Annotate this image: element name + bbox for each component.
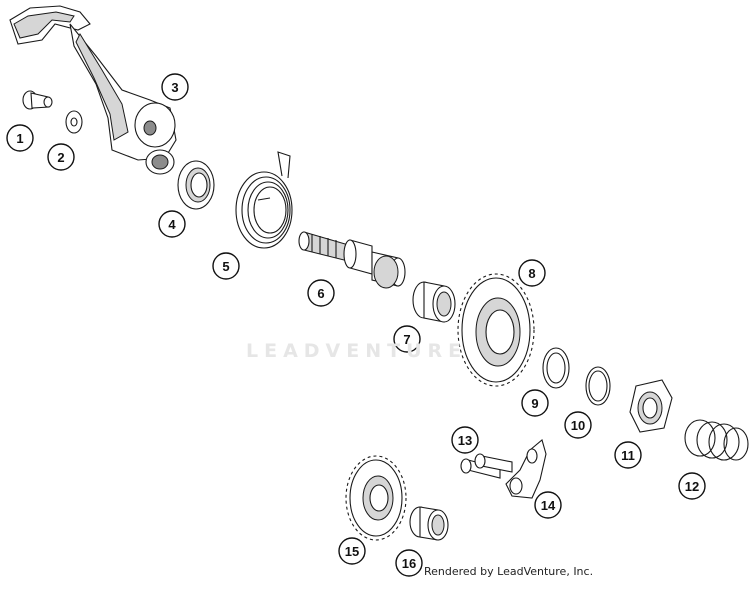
kick-lever-part[interactable] [9, 5, 177, 175]
kick-spring-part[interactable] [235, 151, 293, 249]
bushing-part[interactable] [412, 281, 456, 323]
callout-11-label: 11 [621, 448, 635, 463]
callout-15-label: 15 [345, 544, 359, 559]
kick-gear-part[interactable] [457, 273, 535, 387]
callout-12[interactable]: 12 [678, 472, 706, 500]
callout-3[interactable]: 3 [161, 73, 189, 101]
callout-2[interactable]: 2 [47, 143, 75, 171]
callout-5-label: 5 [222, 259, 229, 274]
washer-large-part[interactable] [542, 347, 570, 389]
callout-4-label: 4 [168, 217, 176, 232]
callout-6-label: 6 [317, 286, 324, 301]
ratchet-part[interactable] [629, 379, 673, 433]
guide-plate-part[interactable] [505, 439, 547, 499]
callout-9[interactable]: 9 [521, 389, 549, 417]
callout-7[interactable]: 7 [393, 325, 421, 353]
callout-15[interactable]: 15 [338, 537, 366, 565]
callout-13-label: 13 [458, 433, 472, 448]
callout-8-label: 8 [528, 266, 535, 281]
callout-16-label: 16 [402, 556, 416, 571]
callout-7-label: 7 [403, 332, 410, 347]
callout-4[interactable]: 4 [158, 210, 186, 238]
screws-part[interactable] [460, 453, 513, 479]
oil-seal-part[interactable] [177, 160, 215, 210]
callout-8[interactable]: 8 [518, 259, 546, 287]
callout-13[interactable]: 13 [451, 426, 479, 454]
pin-part[interactable] [22, 90, 53, 110]
callout-6[interactable]: 6 [307, 279, 335, 307]
callout-12-label: 12 [685, 479, 699, 494]
callout-14-label: 14 [541, 498, 556, 513]
callout-14[interactable]: 14 [534, 491, 562, 519]
watermark: LEADVENTURE [246, 340, 468, 362]
callout-11[interactable]: 11 [614, 441, 642, 469]
circlip-part[interactable] [585, 366, 611, 406]
idler-bushing-part[interactable] [409, 506, 449, 541]
callout-10[interactable]: 10 [564, 411, 592, 439]
callout-5[interactable]: 5 [212, 252, 240, 280]
ratchet-spring-part[interactable] [684, 419, 749, 461]
kick-shaft-part[interactable] [298, 231, 406, 289]
callout-2-label: 2 [57, 150, 64, 165]
idler-gear-part[interactable] [345, 455, 407, 541]
render-credit: Rendered by LeadVenture, Inc. [424, 565, 594, 578]
callout-1-label: 1 [16, 131, 23, 146]
callout-10-label: 10 [571, 418, 585, 433]
callout-1[interactable]: 1 [6, 124, 34, 152]
callout-16[interactable]: 16 [395, 549, 423, 577]
callout-3-label: 3 [171, 80, 178, 95]
washer-part[interactable] [65, 110, 83, 134]
callout-9-label: 9 [531, 396, 538, 411]
